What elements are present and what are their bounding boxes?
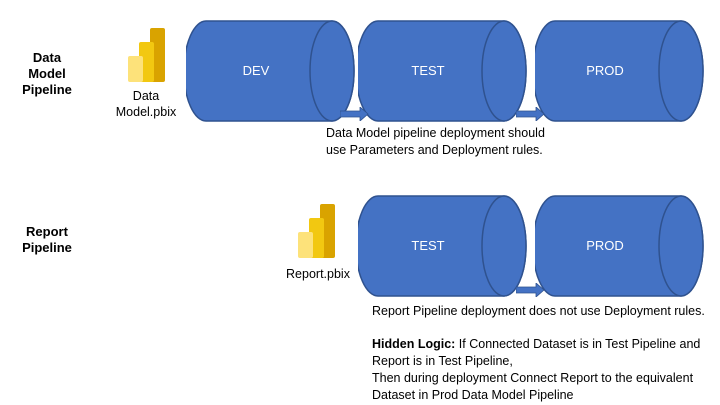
stage-cylinder-dev xyxy=(186,20,355,122)
stage-label-test: TEST xyxy=(411,238,445,253)
report-file-label: Report.pbix xyxy=(286,267,350,281)
arrow-right-icon xyxy=(340,107,369,121)
report-pipeline-note: Report Pipeline deployment does not use … xyxy=(372,304,705,318)
stage-label-test: TEST xyxy=(411,63,445,78)
data-model-file-label: Data Model.pbix xyxy=(115,89,177,119)
hidden-logic-heading: Hidden Logic: xyxy=(372,337,456,351)
data-model-pipeline-title: Data Model Pipeline xyxy=(22,50,72,97)
stage-label-dev: DEV xyxy=(242,63,270,78)
arrow-right-icon xyxy=(516,107,545,121)
hidden-logic-note: Hidden Logic: If Connected Dataset is in… xyxy=(372,337,701,402)
powerbi-file-icon xyxy=(298,204,335,258)
stage-cylinder-prod xyxy=(535,20,704,122)
stage-cylinder-prod xyxy=(535,195,704,297)
data-model-pipeline-note: Data Model pipeline deployment should us… xyxy=(326,126,545,157)
stage-cylinder-test xyxy=(358,20,527,122)
stage-cylinder-test xyxy=(358,195,527,297)
powerbi-file-icon xyxy=(128,28,165,82)
arrow-right-icon xyxy=(516,283,545,297)
report-pipeline-title: Report Pipeline xyxy=(22,224,72,255)
stage-label-prod: PROD xyxy=(586,63,624,78)
stage-label-prod: PROD xyxy=(586,238,624,253)
